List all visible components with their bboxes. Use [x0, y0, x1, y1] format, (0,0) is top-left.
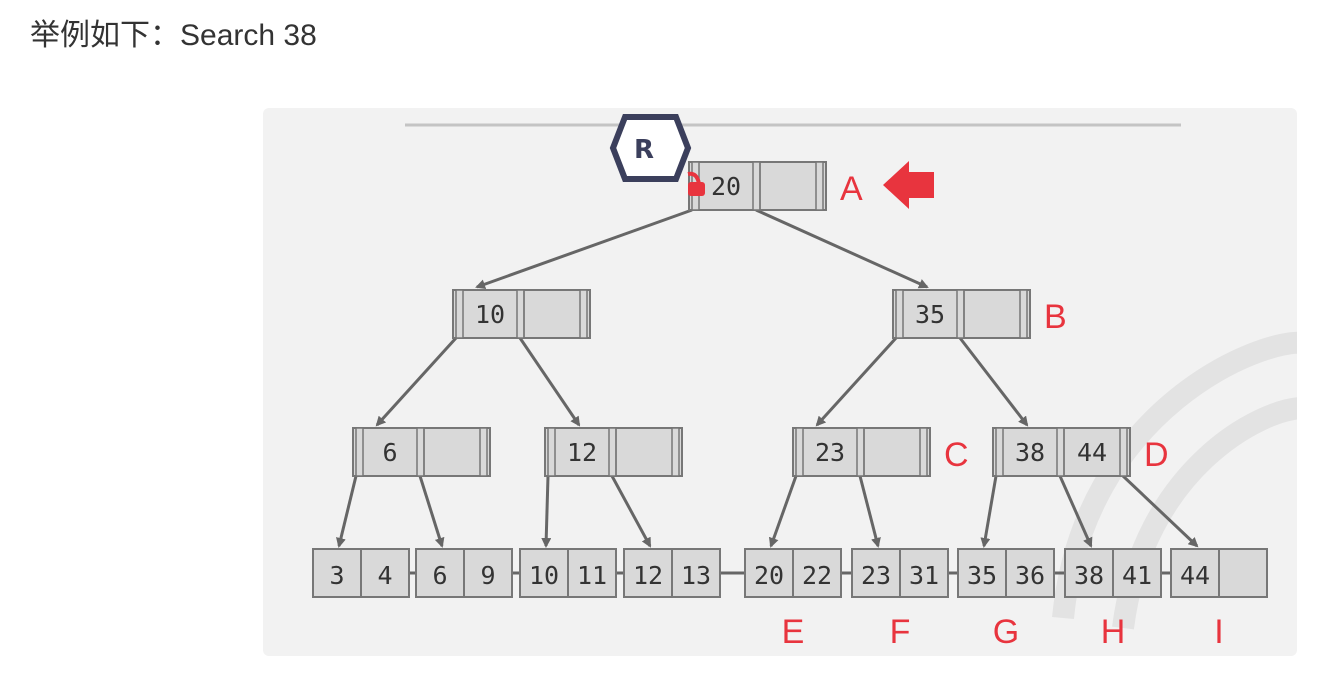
node-key: 3 [329, 561, 344, 590]
inner-node-A: 20 [688, 161, 827, 211]
edge-n12-L4 [610, 475, 652, 548]
node-key: 12 [567, 438, 597, 467]
node-key: 44 [1180, 561, 1210, 590]
node-key: 38 [1015, 438, 1045, 467]
node-key: 35 [915, 300, 945, 329]
node-key: 6 [432, 561, 447, 590]
node-key: 23 [815, 438, 845, 467]
pointer-slot [919, 427, 928, 477]
node-key: 4 [377, 561, 392, 590]
node-key: 41 [1122, 561, 1152, 590]
pointer-slot [956, 289, 965, 339]
pointer-slot [355, 427, 364, 477]
node-key: 23 [861, 561, 891, 590]
edge-A-n10 [475, 208, 693, 290]
inner-node-n12: 12 [544, 427, 683, 477]
node-key: 36 [1015, 561, 1045, 590]
edge-n6-L2 [418, 475, 445, 548]
pointer-slot [995, 427, 1004, 477]
inner-node-n10: 10 [452, 289, 591, 339]
pointer-slot [1056, 427, 1065, 477]
node-key: 31 [909, 561, 939, 590]
edge-C-E [768, 475, 798, 548]
node-key: 13 [681, 561, 711, 590]
edge-n6-L1 [336, 475, 358, 548]
node-key: 6 [382, 438, 397, 467]
node-label-F: F [890, 613, 911, 651]
pointer-slot [608, 427, 617, 477]
leaf-node-F: 23 31 [851, 548, 949, 598]
node-label-G: G [993, 613, 1019, 651]
read-latch-badge-label: R [634, 135, 654, 165]
current-node-pointer-arrow [883, 161, 934, 209]
node-label-A: A [840, 170, 863, 208]
node-key: 11 [577, 561, 607, 590]
edge-C-F [858, 475, 881, 548]
leaf-node-G: 35 36 [957, 548, 1055, 598]
edge-B-D [958, 337, 1029, 427]
leaf-node-H: 38 41 [1064, 548, 1162, 598]
pointer-slot [416, 427, 425, 477]
node-label-H: H [1101, 613, 1126, 651]
edge-A-B [755, 208, 929, 289]
pointer-slot [895, 289, 904, 339]
node-key: 12 [633, 561, 663, 590]
edges-layer [336, 208, 1199, 548]
node-label-D: D [1144, 436, 1169, 474]
leaf-node-L4: 12 13 [623, 548, 721, 598]
node-key: 22 [802, 561, 832, 590]
node-key: 9 [480, 561, 495, 590]
inner-node-C: 23 [792, 427, 931, 477]
node-key: 20 [711, 172, 741, 201]
pointer-slot [579, 289, 588, 339]
node-key: 20 [754, 561, 784, 590]
node-key: 44 [1077, 438, 1107, 467]
pointer-slot [856, 427, 865, 477]
edge-n10-n6 [375, 336, 458, 427]
node-label-I: I [1214, 613, 1223, 651]
pointer-slot [752, 161, 761, 211]
leaf-node-I: 44 [1170, 548, 1268, 598]
labels-layer: A B C D E F G H I [782, 170, 1224, 651]
edge-D-G [980, 475, 998, 548]
node-key: 38 [1074, 561, 1104, 590]
page-heading: 举例如下：Search 38 [30, 19, 317, 52]
node-label-E: E [782, 613, 805, 651]
node-key: 10 [529, 561, 559, 590]
pointer-slot [516, 289, 525, 339]
latch-lock-icon [687, 171, 705, 196]
node-label-C: C [944, 436, 969, 474]
edge-D-I [1121, 474, 1199, 548]
leaf-node-L3: 10 11 [519, 548, 617, 598]
inner-node-n6: 6 [352, 427, 491, 477]
pointer-slot [547, 427, 556, 477]
edge-n10-n12 [518, 337, 581, 427]
node-label-B: B [1044, 298, 1067, 336]
node-key: 10 [475, 300, 505, 329]
pointer-slot [479, 427, 488, 477]
inner-node-B: 35 [892, 289, 1031, 339]
edge-D-H [1058, 475, 1093, 548]
edge-B-C [815, 336, 898, 427]
inner-node-D: 38 44 [992, 427, 1131, 477]
pointer-slot [455, 289, 464, 339]
pointer-slot [1019, 289, 1028, 339]
node-key: 35 [967, 561, 997, 590]
pointer-slot [671, 427, 680, 477]
pointer-slot [795, 427, 804, 477]
pointer-slot [815, 161, 824, 211]
pointer-slot [1119, 427, 1128, 477]
read-latch-badge: R [609, 114, 692, 182]
edge-n12-L3 [541, 475, 552, 548]
